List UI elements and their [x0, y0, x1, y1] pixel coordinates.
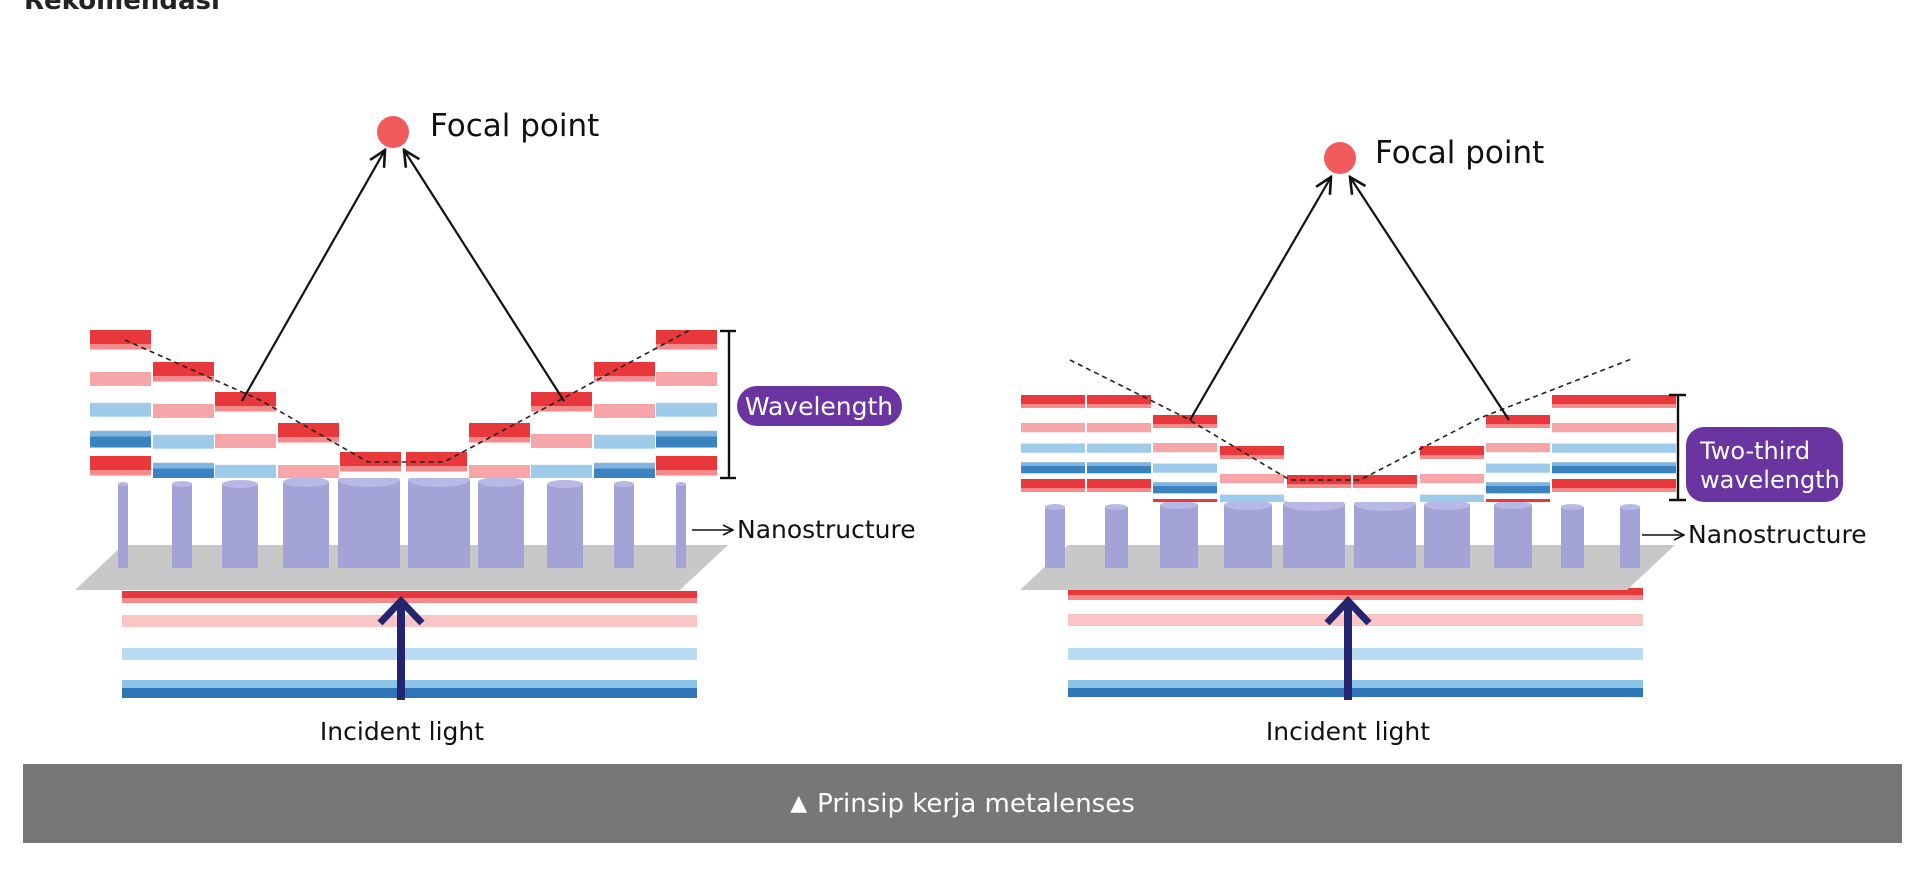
wave-column — [1353, 475, 1417, 502]
focusing-ray-right — [404, 150, 565, 402]
wave-column — [531, 392, 592, 478]
wave-column — [1486, 415, 1550, 502]
metalens-principle-figure: Focal point Wavelength Nanostructure Inc… — [75, 108, 1867, 746]
incident-light-waves — [1068, 588, 1643, 697]
transmitted-wavefront-columns — [1021, 395, 1676, 502]
focusing-ray-right — [1350, 177, 1510, 421]
wave-column — [406, 452, 467, 478]
svg-text:Wavelength: Wavelength — [745, 392, 893, 421]
cut-off-heading: Rekomendasi — [24, 0, 220, 16]
wave-column — [153, 362, 214, 478]
wave-column — [1087, 395, 1151, 502]
wavelength-badge: Wavelength — [737, 386, 902, 426]
focusing-ray-left — [241, 150, 385, 402]
figure-caption-bar: ▲ Prinsip kerja metalenses — [23, 764, 1902, 843]
metalens-diagram-two-third-wavelength: Focal point Two-third wavelength Nanostr… — [1020, 135, 1867, 746]
wavefront-dashed-line — [1069, 357, 1635, 481]
wave-column — [340, 452, 401, 478]
wave-column — [1220, 446, 1284, 502]
focusing-ray-left — [1189, 177, 1331, 421]
incident-light-label: Incident light — [1266, 717, 1430, 746]
triangle-up-icon: ▲ — [790, 791, 808, 816]
svg-text:Two-third: Two-third — [1699, 437, 1810, 465]
nanostructure-label: Nanostructure — [1688, 520, 1867, 549]
focal-point-label: Focal point — [1375, 135, 1544, 171]
wave-column — [1153, 415, 1217, 502]
wave-column — [1420, 446, 1484, 502]
wave-column — [90, 330, 151, 478]
nanostructure-pillars — [118, 473, 686, 568]
wave-column — [1552, 395, 1616, 502]
transmitted-wavefront-columns — [90, 330, 717, 478]
wave-column — [215, 392, 276, 478]
figure-caption-text: Prinsip kerja metalenses — [817, 788, 1135, 819]
wave-column — [1287, 475, 1351, 502]
wavelength-bracket — [720, 329, 736, 480]
focal-point-label: Focal point — [430, 108, 599, 144]
two-third-wavelength-bracket — [1669, 393, 1686, 502]
wave-column — [278, 423, 339, 478]
focal-point-dot — [1324, 142, 1356, 174]
wave-column — [656, 330, 717, 478]
incident-arrow — [1324, 595, 1372, 700]
wave-column — [1021, 395, 1085, 502]
two-third-wavelength-badge: Two-third wavelength — [1686, 427, 1843, 502]
focal-point-dot — [377, 116, 409, 148]
incident-arrow — [377, 595, 425, 700]
metalens-diagram-wavelength: Focal point Wavelength Nanostructure Inc… — [75, 108, 916, 746]
wave-column — [594, 362, 655, 478]
wavefront-dashed-line — [124, 329, 691, 463]
nanostructure-label: Nanostructure — [737, 515, 916, 544]
incident-light-waves — [122, 591, 697, 698]
wave-column — [469, 423, 530, 478]
svg-text:wavelength: wavelength — [1700, 466, 1840, 494]
wave-column — [1616, 395, 1676, 502]
incident-light-label: Incident light — [320, 717, 484, 746]
